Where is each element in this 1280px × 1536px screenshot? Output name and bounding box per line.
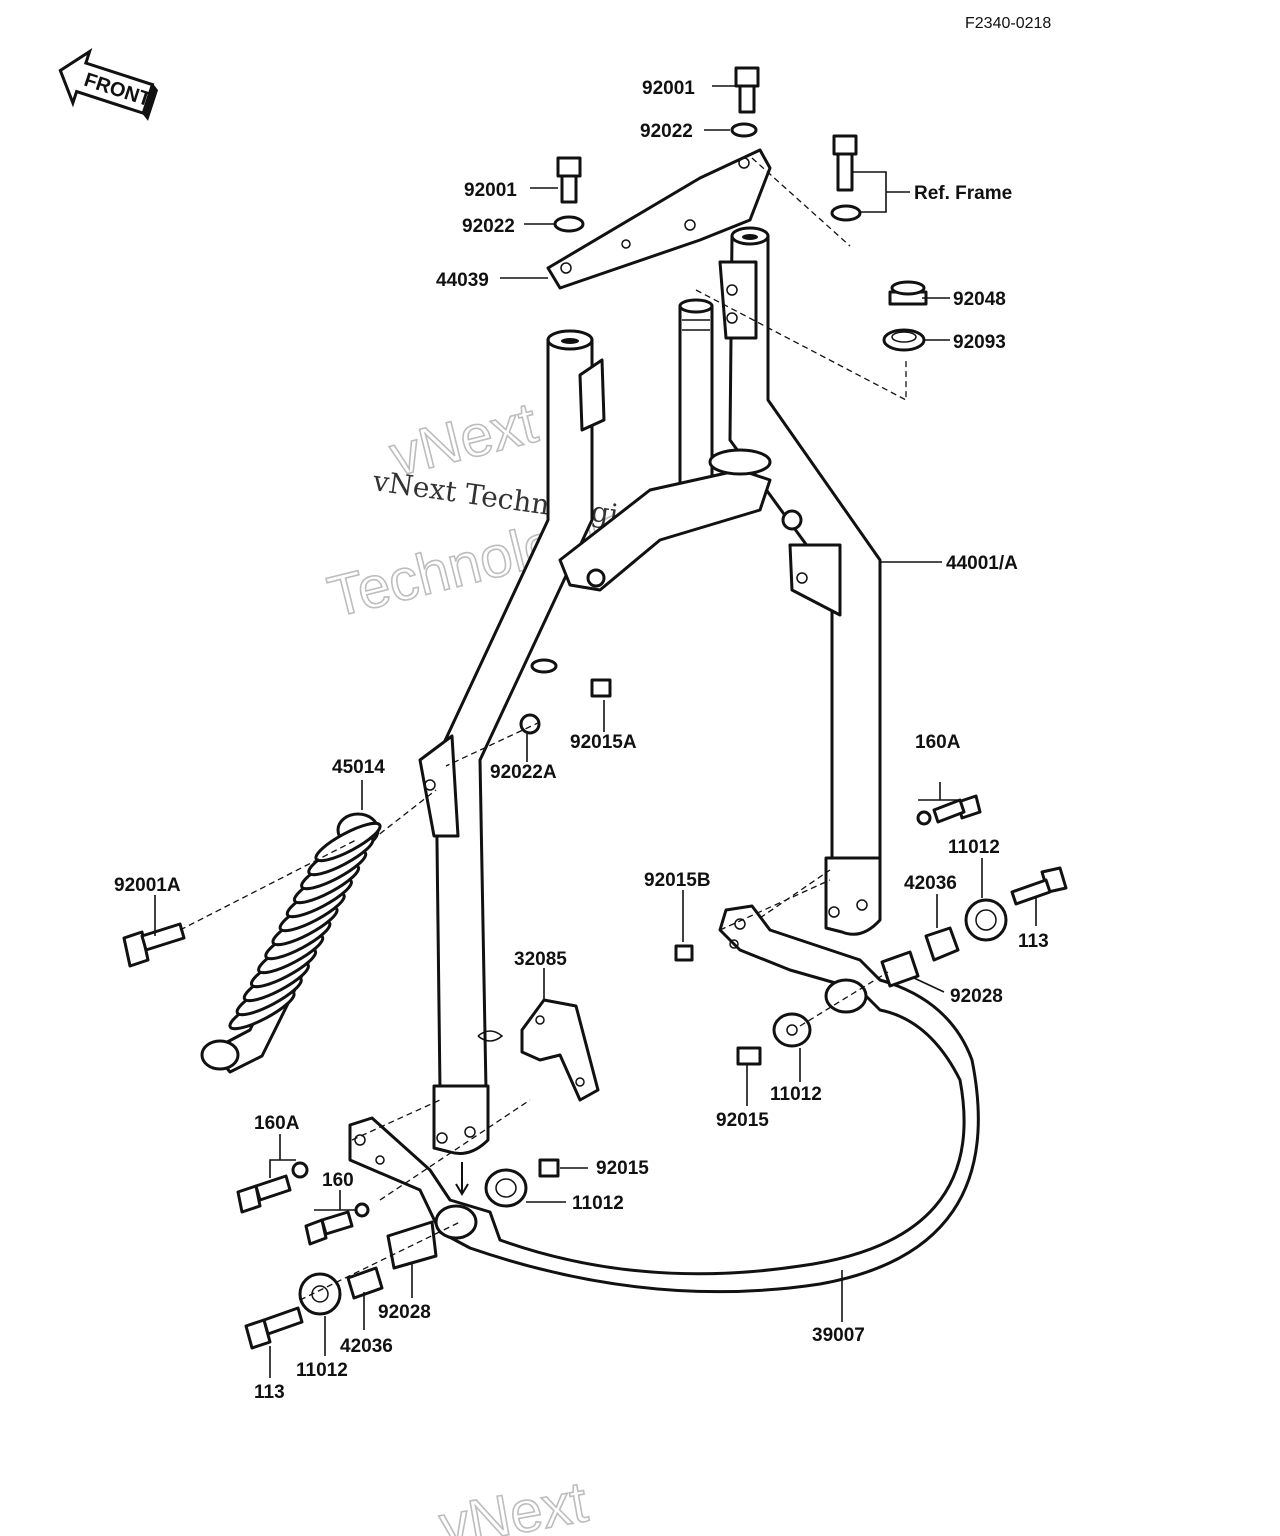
cap-and-seal	[882, 280, 928, 352]
callout-160a-left: 160A	[254, 1113, 300, 1134]
callout-92022a: 92022A	[490, 762, 557, 783]
handlebar-bracket	[546, 148, 772, 290]
callout-ref-frame: Ref. Frame	[914, 183, 1012, 204]
callout-92022-top: 92022	[640, 121, 693, 142]
callout-92015-left: 92015	[596, 1158, 649, 1179]
callout-44001-a: 44001/A	[946, 553, 1018, 574]
callout-42036-right: 42036	[904, 873, 957, 894]
callout-92048: 92048	[953, 289, 1006, 310]
leader-lines	[154, 85, 1037, 1378]
callout-45014: 45014	[332, 757, 385, 778]
callout-92093: 92093	[953, 332, 1006, 353]
shock-absorber	[200, 812, 382, 1074]
callout-92015a: 92015A	[570, 732, 637, 753]
top-bolt-right	[730, 66, 760, 138]
mounting-bracket	[477, 998, 600, 1102]
watermark-bottom: vNext	[435, 1469, 592, 1536]
callout-11012-left: 11012	[572, 1193, 624, 1214]
document-id: F2340-0218	[965, 15, 1051, 32]
callout-92028-right: 92028	[950, 986, 1003, 1007]
left-hardware	[122, 922, 560, 1350]
callout-11012-right-top: 11012	[948, 837, 1000, 858]
callout-44039: 44039	[436, 270, 489, 291]
callout-92001-left: 92001	[464, 180, 517, 201]
callout-11012-right-bottom: 11012	[770, 1084, 822, 1105]
callout-92022-left: 92022	[462, 216, 515, 237]
top-bolt-left	[553, 156, 585, 233]
ref-frame-bolt	[830, 134, 862, 222]
callout-42036-left: 42036	[340, 1336, 393, 1357]
callout-113-left: 113	[254, 1382, 285, 1403]
callout-92015-right: 92015	[716, 1110, 769, 1131]
callout-39007: 39007	[812, 1325, 865, 1346]
callout-113-right: 113	[1018, 931, 1049, 952]
callout-92001a: 92001A	[114, 875, 181, 896]
callout-92028-left: 92028	[378, 1302, 431, 1323]
callout-92015b: 92015B	[644, 870, 711, 891]
spring-coil	[314, 821, 382, 863]
callout-160: 160	[322, 1170, 354, 1191]
callout-11012-left-bottom: 11012	[296, 1360, 348, 1381]
assembly-lines	[179, 157, 907, 1301]
callout-92001-top: 92001	[642, 78, 695, 99]
front-direction-arrow: FRONT	[58, 48, 159, 121]
swing-arm	[348, 904, 980, 1294]
callout-32085: 32085	[514, 949, 567, 970]
callout-160a-right: 160A	[915, 732, 961, 753]
callout-labels: 92001 92022 92001 92022 44039 Ref. Frame…	[114, 78, 1049, 1403]
main-frame	[418, 226, 882, 1155]
